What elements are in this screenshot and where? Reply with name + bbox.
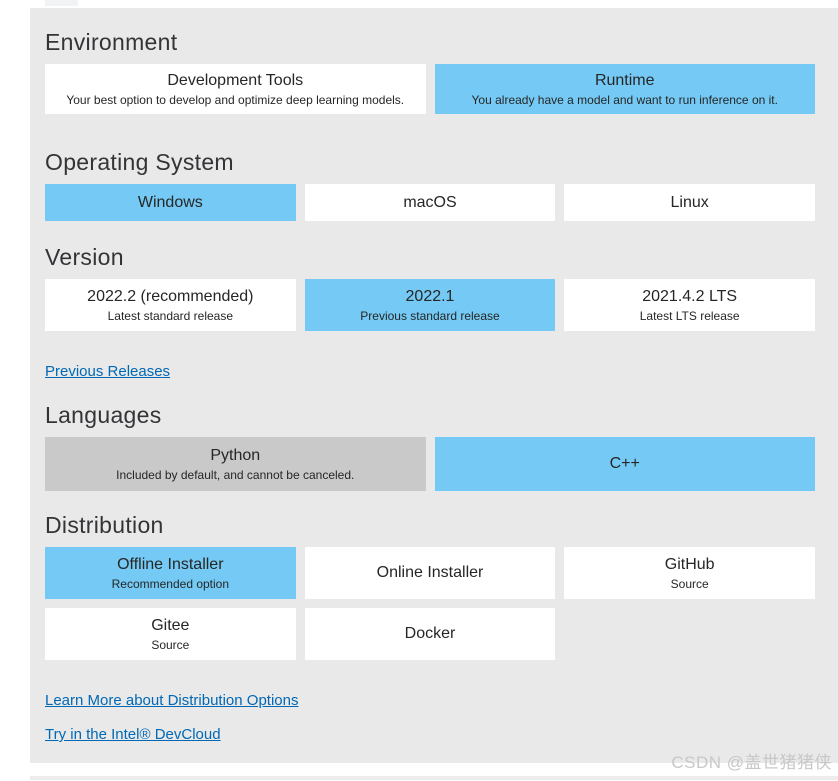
option-sublabel: You already have a model and want to run… [471, 92, 778, 107]
section-title-languages: Languages [45, 402, 162, 428]
environment-options-row: Development Tools Your best option to de… [45, 64, 815, 114]
option-label: Docker [404, 625, 456, 642]
configurator-panel: Environment Development Tools Your best … [30, 8, 838, 763]
option-docker[interactable]: Docker [304, 608, 556, 660]
option-github[interactable]: GitHub Source [564, 547, 815, 599]
option-label: 2021.4.2 LTS [642, 287, 738, 305]
option-cpp[interactable]: C++ [434, 437, 815, 491]
languages-options-row: Python Included by default, and cannot b… [45, 437, 815, 491]
option-sublabel: Recommended option [111, 576, 230, 591]
section-title-version: Version [45, 244, 124, 270]
section-title-environment: Environment [45, 29, 178, 55]
option-label: 2022.2 (recommended) [87, 287, 254, 305]
option-label: GitHub [664, 555, 715, 573]
option-label: Linux [670, 193, 709, 211]
option-linux[interactable]: Linux [564, 184, 815, 221]
top-notch [45, 0, 78, 6]
option-sublabel: Latest LTS release [639, 308, 740, 323]
option-online-installer[interactable]: Online Installer [304, 547, 556, 599]
watermark: CSDN @盖世猪猪侠 [671, 753, 832, 772]
option-sublabel: Your best option to develop and optimize… [66, 92, 405, 107]
devcloud-row: Try in the Intel® DevCloud [45, 726, 815, 744]
operating-system-options-row: Windows macOS Linux [45, 184, 815, 221]
option-offline-installer[interactable]: Offline Installer Recommended option [45, 547, 296, 599]
bottom-divider [30, 776, 838, 780]
version-options-row: 2022.2 (recommended) Latest standard rel… [45, 279, 815, 331]
section-title-operating-system: Operating System [45, 149, 234, 175]
learn-more-distribution-link[interactable]: Learn More about Distribution Options [45, 692, 299, 709]
option-label: macOS [403, 193, 457, 211]
option-python: Python Included by default, and cannot b… [45, 437, 426, 491]
option-label: Python [210, 446, 261, 464]
option-label: 2022.1 [405, 287, 455, 305]
option-label: Offline Installer [117, 555, 224, 573]
option-2022-1[interactable]: 2022.1 Previous standard release [304, 279, 556, 331]
option-runtime[interactable]: Runtime You already have a model and wan… [434, 64, 815, 114]
option-2021-4-2-lts[interactable]: 2021.4.2 LTS Latest LTS release [564, 279, 815, 331]
option-label: C++ [609, 455, 640, 472]
option-label: Gitee [151, 616, 190, 634]
learn-more-row: Learn More about Distribution Options [45, 692, 815, 710]
previous-releases-row: Previous Releases [45, 363, 815, 381]
distribution-options-grid: Offline Installer Recommended option Onl… [45, 547, 815, 660]
option-development-tools[interactable]: Development Tools Your best option to de… [45, 64, 426, 114]
option-2022-2[interactable]: 2022.2 (recommended) Latest standard rel… [45, 279, 296, 331]
option-label: Development Tools [167, 71, 304, 89]
option-sublabel: Included by default, and cannot be cance… [116, 467, 355, 482]
option-macos[interactable]: macOS [304, 184, 556, 221]
devcloud-link[interactable]: Try in the Intel® DevCloud [45, 726, 221, 743]
option-label: Runtime [594, 71, 655, 89]
option-gitee[interactable]: Gitee Source [45, 608, 296, 660]
option-sublabel: Previous standard release [360, 308, 500, 323]
option-label: Windows [137, 193, 203, 211]
section-title-distribution: Distribution [45, 512, 164, 538]
option-label: Online Installer [376, 564, 484, 581]
previous-releases-link[interactable]: Previous Releases [45, 363, 171, 380]
option-sublabel: Source [151, 637, 190, 652]
option-sublabel: Latest standard release [107, 308, 234, 323]
option-sublabel: Source [670, 576, 709, 591]
option-windows[interactable]: Windows [45, 184, 296, 221]
